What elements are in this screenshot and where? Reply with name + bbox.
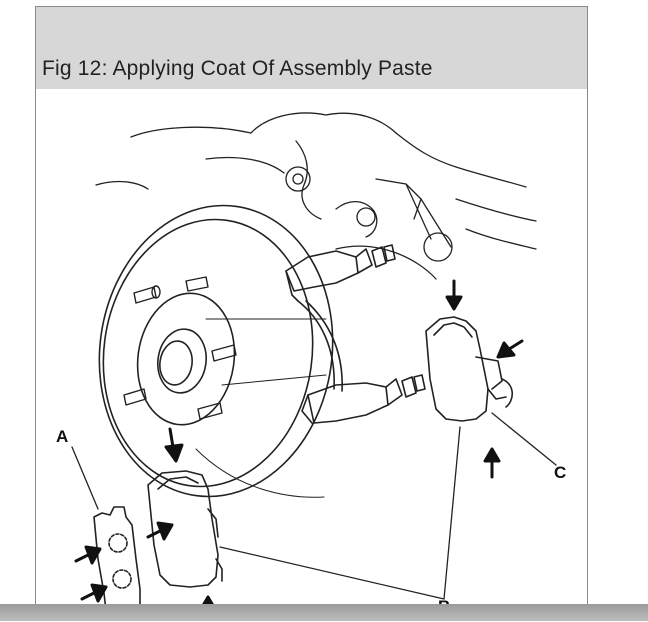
label-a: A (56, 427, 69, 446)
wheel-studs (123, 276, 237, 420)
brake-pad-right (425, 316, 514, 422)
paste-arrows (74, 279, 524, 621)
brake-pad-left (147, 470, 223, 588)
brake-assembly-diagram (71, 112, 557, 621)
caliper-bracket (195, 244, 426, 498)
bottom-bar (0, 604, 648, 621)
pad-shim (93, 506, 141, 614)
knuckle-outline (95, 112, 537, 280)
leader-lines (71, 412, 557, 600)
caption-bar: Fig 12: Applying Coat Of Assembly Paste (36, 7, 587, 89)
label-c: C (554, 463, 567, 482)
figure-caption: Fig 12: Applying Coat Of Assembly Paste (42, 57, 433, 80)
brake-rotor (98, 204, 334, 498)
figure-frame: Fig 12: Applying Coat Of Assembly Paste (35, 6, 588, 621)
